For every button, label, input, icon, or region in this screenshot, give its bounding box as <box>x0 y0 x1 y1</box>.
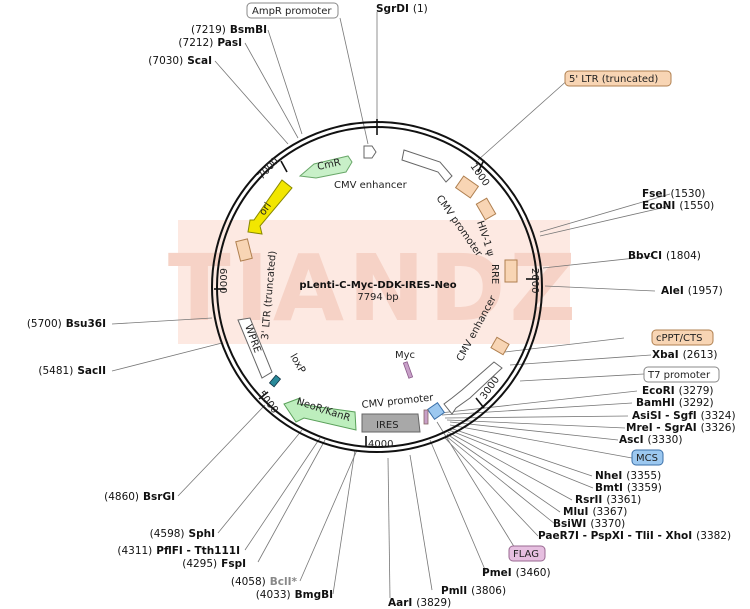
site-pmli: PmlI(3806) <box>441 585 506 597</box>
site-bsu36i: (5700)Bsu36I <box>27 318 106 330</box>
cmr-label: CmR <box>316 157 341 173</box>
site-xbai: XbaI(2613) <box>652 349 718 361</box>
site-sphi: (4598)SphI <box>150 528 215 540</box>
ltr5-box <box>564 70 672 87</box>
site-sacii: (5481)SacII <box>38 365 106 377</box>
site-econi: EcoNI(1550) <box>642 200 714 212</box>
map-title: pLenti-C-Myc-DDK-IRES-Neo <box>299 280 456 291</box>
site-rsrii: RsrII(3361) <box>575 494 641 506</box>
ampr-promoter-box <box>246 2 339 19</box>
tick-2000: 2000 <box>529 268 540 293</box>
site-bmti: BmtI(3359) <box>595 482 662 494</box>
cppt-text: cPPT/CTS <box>656 333 702 344</box>
myc-feature <box>402 361 414 379</box>
watermark-text: TIANDZ <box>168 235 580 342</box>
loxp-feature <box>268 374 282 388</box>
site-bbvci: BbvCI(1804) <box>628 250 701 262</box>
neor-arrow <box>283 397 357 431</box>
flag-feature <box>423 409 429 425</box>
site-asisi: AsiSI - SgfI(3324) <box>632 410 736 422</box>
mcs-feature <box>426 401 446 421</box>
site-bcli: (4058)BclI* <box>231 576 298 588</box>
wpre-feature <box>237 317 273 379</box>
site-paer7i: PaeR7I - PspXI - TliI - XhoI(3382) <box>538 530 731 542</box>
site-mlui: MluI(3367) <box>563 506 627 518</box>
loxp-label: loxP <box>287 352 307 375</box>
ampr-promoter-mark <box>363 145 377 159</box>
ori-arrow <box>247 179 293 235</box>
site-bmgbi: (4033)BmgBI <box>256 589 333 601</box>
mcs-text: MCS <box>636 453 658 464</box>
site-bsrgi: (4860)BsrGI <box>104 491 175 503</box>
mcs-box <box>631 449 664 466</box>
leader-lines <box>111 12 671 599</box>
site-aari: AarI(3829) <box>388 597 451 609</box>
site-bsiwi: BsiWI(3370) <box>553 518 625 530</box>
site-sgrdi: SgrDI(1) <box>376 3 428 15</box>
cmv-enhancer-1-arrow <box>401 149 453 183</box>
ltr3-feature <box>235 238 253 262</box>
cmv-promoter-2-arrow <box>443 361 503 415</box>
cmv-enhancer-1-label: CMV enhancer <box>334 180 408 191</box>
site-pasi: (7212)PasI <box>178 37 242 49</box>
site-pflfi: (4311)PflFI - Tth111I <box>117 545 240 557</box>
t7-text: T7 promoter <box>647 370 711 381</box>
site-fspi: (4295)FspI <box>182 558 246 570</box>
cppt-box <box>651 329 714 346</box>
tick-7000: 7000 <box>256 156 281 182</box>
site-scai: (7030)ScaI <box>148 55 212 67</box>
site-alei: AleI(1957) <box>661 285 723 297</box>
ampr-promoter-text: AmpR promoter <box>252 6 332 17</box>
t7-box <box>643 366 720 383</box>
site-pmei: PmeI(3460) <box>482 567 551 579</box>
rre-label: RRE <box>489 264 500 284</box>
rre-feature <box>504 259 518 283</box>
site-bamhi: BamHI(3292) <box>636 397 714 409</box>
site-nhei: NheI(3355) <box>595 470 661 482</box>
site-fsei: FseI(1530) <box>642 188 705 200</box>
ltr5-text: 5' LTR (truncated) <box>569 74 658 85</box>
ltr5-feature <box>454 175 480 199</box>
cmr-arrow <box>298 155 353 179</box>
cppt-feature <box>490 336 510 356</box>
ires-label: IRES <box>376 420 399 431</box>
tick-6000: 6000 <box>217 268 228 293</box>
cmv-promoter-2-label: CMV promoter <box>361 392 435 411</box>
hiv-feature <box>475 197 497 221</box>
myc-label: Myc <box>395 350 415 361</box>
site-asci: AscI(3330) <box>619 434 682 446</box>
site-bsmbi: (7219)BsmBI <box>191 24 267 36</box>
tick-4000: 4000 <box>368 439 393 450</box>
site-mrei: MreI - SgrAI(3326) <box>626 422 736 434</box>
tick-marks <box>214 119 539 447</box>
map-size: 7794 bp <box>357 292 398 303</box>
flag-box <box>508 545 546 562</box>
site-ecori: EcoRI(3279) <box>642 385 714 397</box>
ires-feature <box>361 413 421 433</box>
flag-text: FLAG <box>513 549 539 560</box>
